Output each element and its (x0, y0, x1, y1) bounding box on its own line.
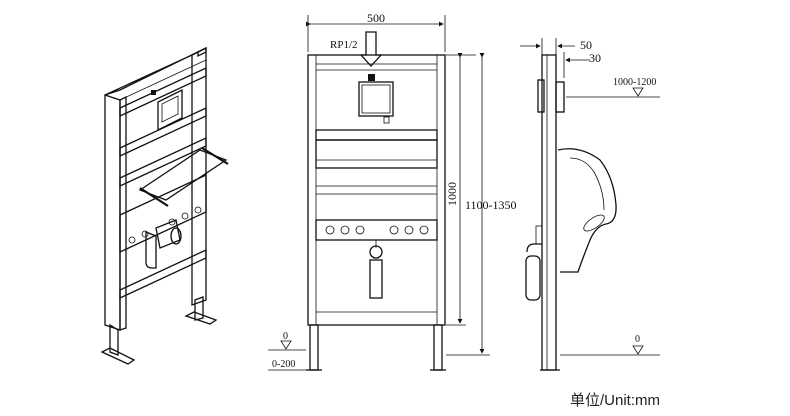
floor-zero-right-label: 0 (635, 334, 640, 345)
frame-height-label: 1000 (445, 182, 459, 206)
front-rail-holes (325, 225, 429, 235)
floor-zero-left-label: 0 (283, 331, 288, 342)
side-elevation-view: 50 30 1000-1200 0 (520, 38, 660, 371)
width-dimension-label: 500 (367, 11, 385, 25)
depth-outer-label: 50 (580, 38, 592, 52)
inlet-label: RP1/2 (330, 39, 358, 51)
depth-inner-label: 30 (589, 51, 601, 65)
isometric-frame-view (100, 46, 229, 365)
floor-range-label: 0-200 (272, 359, 295, 370)
install-height-label: 1100-1350 (465, 198, 517, 212)
mounting-holes (128, 206, 202, 244)
front-elevation-view: 500 RP1/2 1000 1100-1350 0 0-200 (268, 11, 517, 371)
unit-caption: 单位/Unit:mm (570, 392, 661, 409)
sensor-height-label: 1000-1200 (613, 77, 656, 88)
